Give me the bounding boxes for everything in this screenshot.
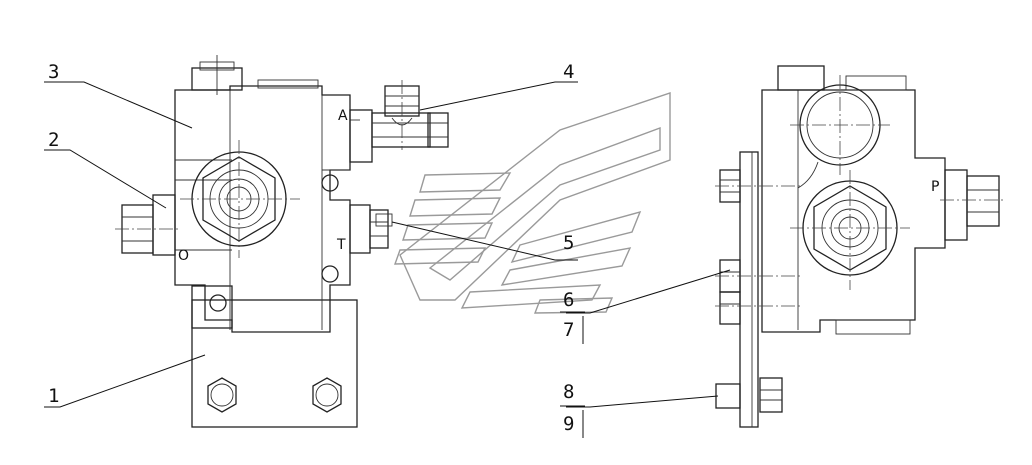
callout-7-number: 7	[563, 319, 574, 341]
callout-4-number: 4	[563, 61, 574, 83]
callout-6-number: 6	[563, 289, 574, 311]
callout-2-number: 2	[48, 129, 59, 151]
center-plug-nut	[180, 140, 300, 258]
port-a-label: A	[338, 108, 348, 124]
leader-lines	[44, 81, 731, 408]
port-t-fitting	[349, 204, 393, 254]
bracket-bolt	[312, 377, 342, 413]
callout-9-number: 9	[563, 413, 574, 435]
callout-8-number: 8	[563, 381, 574, 403]
side-view	[715, 65, 1005, 428]
callout-labels: 3 2 1 4 5 6 7 8 9	[48, 61, 585, 438]
plate-screw	[715, 377, 783, 413]
plate-bolt-stack	[719, 259, 741, 325]
callout-3-number: 1	[48, 385, 59, 407]
port-a-elbow-fitting	[349, 80, 449, 163]
port-p-fitting	[940, 169, 1005, 241]
watermark-logo	[393, 92, 671, 314]
port-t-label: T	[336, 237, 346, 253]
front-view	[115, 55, 449, 428]
callout-1-number: 3	[48, 61, 59, 83]
callout-5-number: 5	[563, 232, 574, 254]
port-o-fitting	[115, 194, 180, 256]
port-labels: A O T P	[178, 108, 939, 264]
port-p-plug-nut	[790, 170, 910, 290]
upper-plug	[790, 75, 890, 175]
port-p-label: P	[931, 179, 939, 195]
port-o-label: O	[178, 248, 189, 264]
bracket-bolt	[207, 377, 237, 413]
